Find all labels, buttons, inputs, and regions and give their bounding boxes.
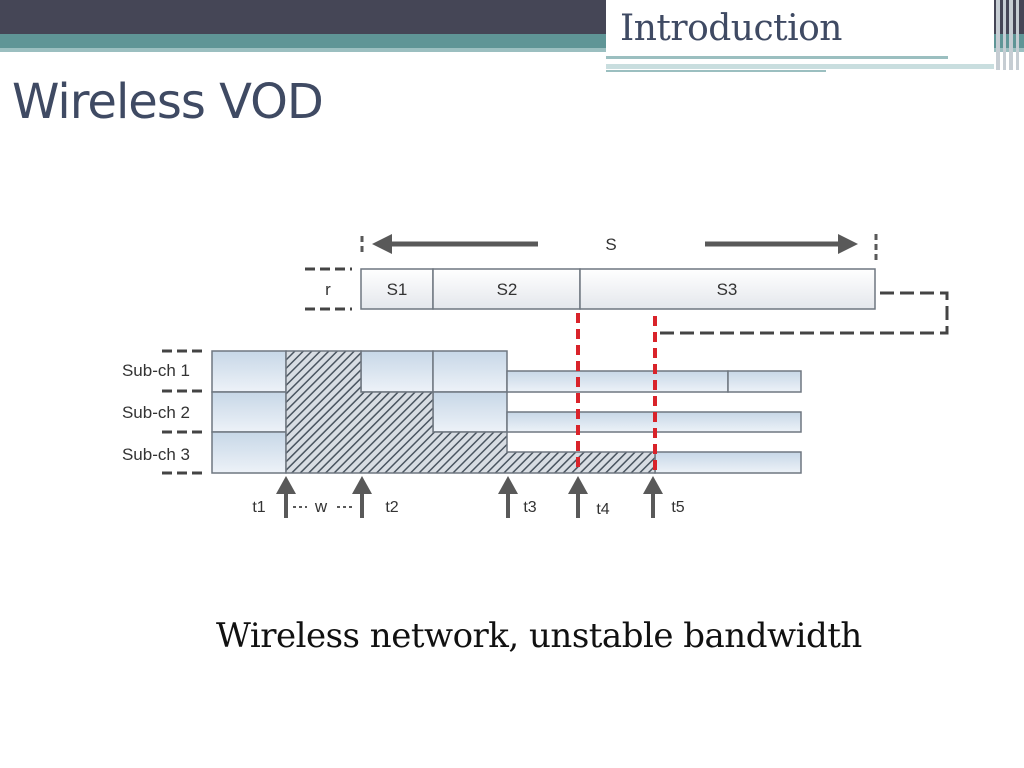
window-label: w: [314, 497, 328, 516]
tab-underline-wide: [606, 64, 994, 69]
cut-lines: [576, 313, 657, 470]
extension-bracket: [657, 291, 949, 335]
channel-label-2: Sub-ch 2: [122, 403, 190, 422]
time-label-t2: t2: [385, 499, 398, 516]
rate-dashes: [305, 267, 352, 311]
time-label-t5: t5: [671, 499, 684, 516]
time-label-t4: t4: [596, 501, 609, 518]
segment-label-s3: S3: [717, 280, 738, 299]
corner-stripes: [994, 0, 1024, 70]
span-label: S: [605, 235, 616, 254]
section-tab: [606, 0, 994, 56]
segment-label-s2: S2: [497, 280, 518, 299]
time-arrows: [276, 476, 663, 518]
segment-label-s1: S1: [387, 280, 408, 299]
header-thin-bar: [0, 48, 1024, 52]
slide-caption: Wireless network, unstable bandwidth: [216, 616, 862, 656]
wireless-vod-diagram: S S1 S2 S3 r Sub-ch 1 Sub-ch 2 Sub-ch 3: [122, 234, 949, 518]
time-label-t3: t3: [523, 499, 536, 516]
tab-underline: [606, 56, 948, 59]
span-arrow: [360, 234, 878, 262]
channel-label-3: Sub-ch 3: [122, 445, 190, 464]
section-title: Introduction: [620, 8, 843, 49]
hatched-buffer-area: [285, 350, 656, 474]
channel-label-1: Sub-ch 1: [122, 361, 190, 380]
page-title: Wireless VOD: [12, 74, 324, 130]
channel-dashes: [162, 349, 207, 475]
tab-underline-short: [606, 70, 826, 72]
segment-bar: [360, 268, 876, 310]
channel-blocks: [211, 350, 802, 474]
time-label-t1: t1: [252, 499, 265, 516]
rate-label: r: [325, 280, 331, 299]
